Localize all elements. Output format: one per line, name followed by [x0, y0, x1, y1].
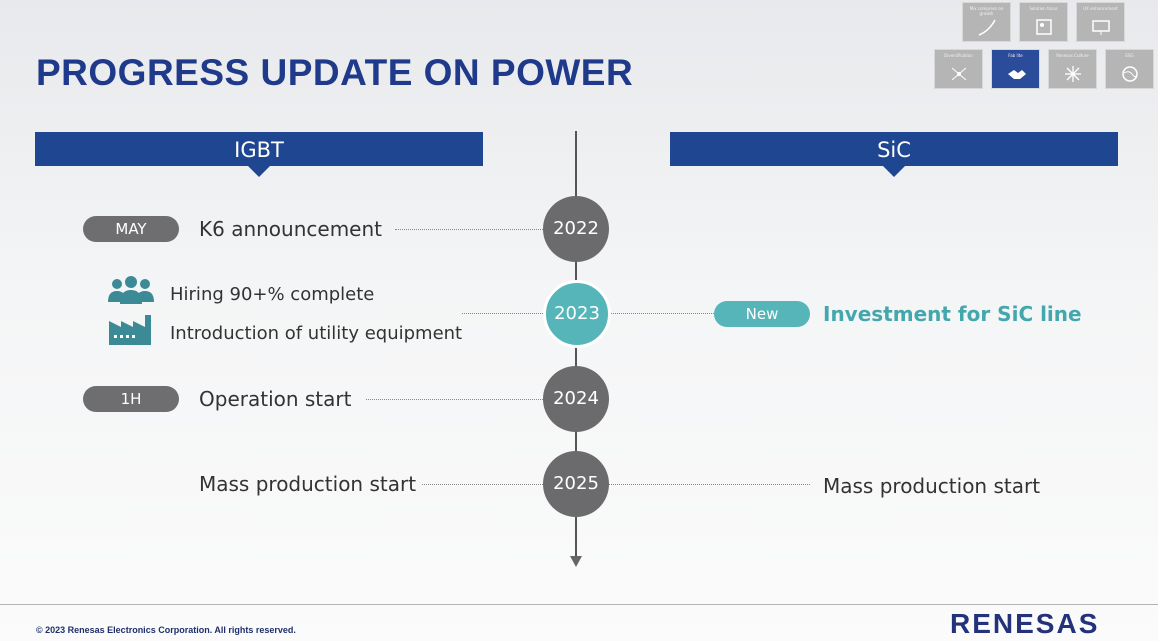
year-2024: 2024 [543, 366, 609, 432]
igbt-header: IGBT [35, 132, 483, 177]
people-icon [108, 276, 154, 304]
year-2022: 2022 [543, 196, 609, 262]
1h-badge: 1H [83, 386, 179, 412]
sic-header: SiC [670, 132, 1118, 177]
renesas-logo: RENESAS [950, 608, 1100, 639]
connector-2023-left [462, 313, 545, 314]
year-2025: 2025 [543, 451, 609, 517]
operation-start: Operation start [199, 387, 352, 411]
connector-2024 [366, 399, 545, 400]
nav-thumb-esg[interactable]: ESG [1105, 49, 1154, 89]
k6-announcement: K6 announcement [199, 217, 382, 241]
nav-thumb-ux[interactable]: UX enhancement [1076, 2, 1125, 42]
may-badge: MAY [83, 216, 179, 242]
globe-icon [1122, 66, 1138, 82]
nav-thumb-label: Solution focus [1029, 6, 1058, 11]
nav-thumb-label: Mix compress on growth [969, 6, 1004, 16]
growth-icon [978, 19, 996, 36]
nav-thumb-label: Renesas Culture [1056, 53, 1089, 58]
nav-thumb-fablite[interactable]: Fab lite [991, 49, 1040, 89]
connector-2023-right [608, 313, 714, 314]
handshake-icon [1008, 70, 1026, 79]
document-icon [1036, 19, 1052, 35]
copyright: © 2023 Renesas Electronics Corporation. … [36, 625, 296, 635]
sic-investment: Investment for SiC line [823, 302, 1082, 326]
nav-thumb-solution[interactable]: Solution focus [1019, 2, 1068, 42]
nav-thumb-label: Diversification [944, 53, 973, 58]
network-icon [951, 67, 967, 81]
utility-equipment: Introduction of utility equipment [170, 323, 463, 344]
igbt-header-label: IGBT [234, 138, 284, 162]
nav-thumb-culture[interactable]: Renesas Culture [1048, 49, 1097, 89]
nav-thumb-label: UX enhancement [1083, 6, 1118, 11]
page-title: PROGRESS UPDATE ON POWER [36, 52, 634, 93]
factory-icon [109, 315, 151, 345]
nav-thumb-label: Fab lite [1008, 53, 1023, 58]
sic-mass-production: Mass production start [823, 474, 1041, 498]
nav-thumb-diversification[interactable]: Diversification [934, 49, 983, 89]
year-2023: 2023 [543, 280, 611, 348]
monitor-icon [1092, 20, 1110, 35]
connector-2025-left [422, 484, 545, 485]
footer-divider [0, 604, 1158, 605]
nav-thumb-growth[interactable]: Mix compress on growth [962, 2, 1011, 42]
snowflake-icon [1065, 66, 1081, 82]
connector-2022 [395, 229, 545, 230]
new-badge: New [714, 301, 810, 327]
connector-2025-right [608, 484, 810, 485]
hiring-status: Hiring 90+% complete [170, 284, 375, 305]
timeline-arrow [570, 556, 582, 567]
nav-thumb-label: ESG [1125, 53, 1134, 58]
sic-header-label: SiC [877, 138, 911, 162]
igbt-mass-production: Mass production start [199, 472, 417, 496]
